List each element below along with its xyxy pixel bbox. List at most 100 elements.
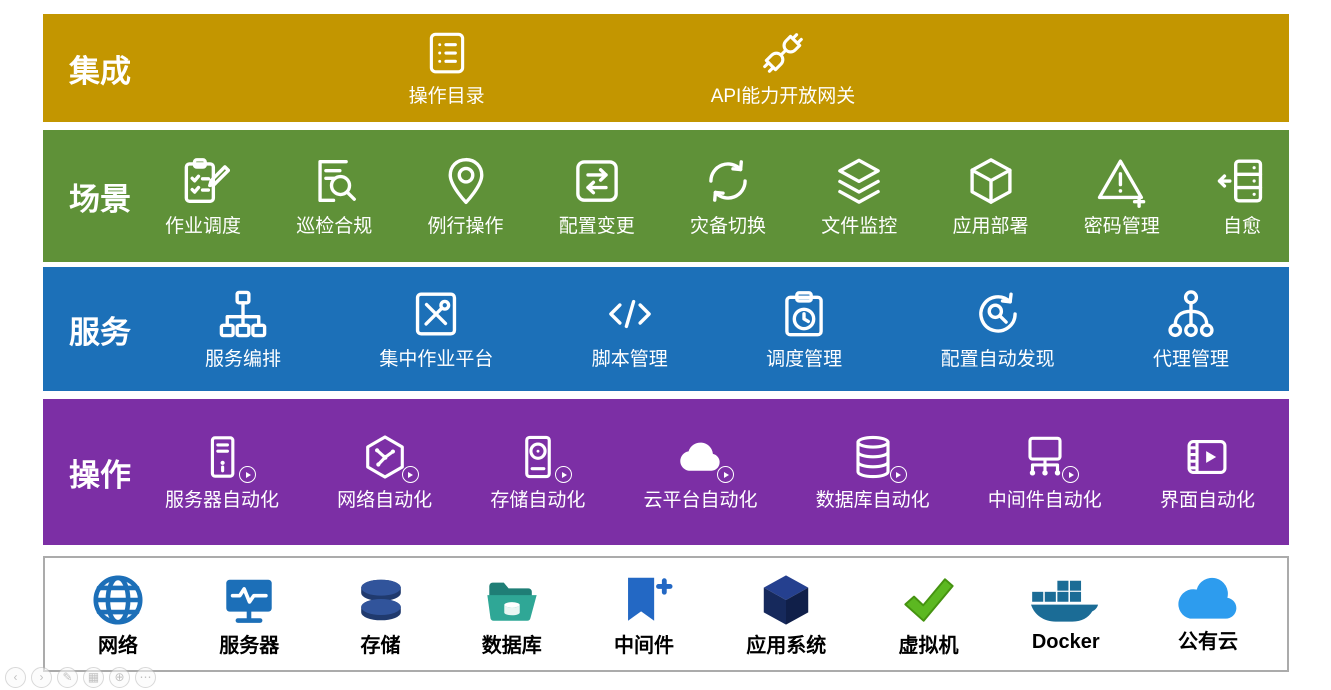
item-label: 配置变更 (558, 216, 635, 238)
cloud-automation-icon (675, 432, 735, 484)
item-label: 云平台自动化 (643, 490, 758, 512)
item-label: 密码管理 (1083, 216, 1160, 238)
infra-item: 中间件 (614, 571, 674, 657)
play-badge-icon (889, 466, 907, 484)
scenario-item: 作业调度 (165, 154, 241, 238)
item-label: 自愈 (1222, 216, 1261, 238)
infra-item: 应用系统 (746, 571, 826, 657)
service-orchestration-icon (216, 287, 270, 341)
service-item: 集中作业平台 (379, 287, 493, 371)
play-badge-icon (401, 466, 419, 484)
infra-item: 网络 (89, 571, 147, 657)
config-discovery-icon (971, 287, 1025, 341)
file-monitor-icon (832, 154, 886, 208)
integration-item-api-gateway: API能力开放网关 (710, 28, 856, 108)
item-label: 脚本管理 (591, 349, 668, 371)
item-label: 操作目录 (408, 86, 485, 108)
middleware-icon (615, 571, 673, 629)
item-label: API能力开放网关 (710, 86, 856, 108)
scenario-item: 配置变更 (559, 154, 635, 238)
item-label: 作业调度 (165, 216, 242, 238)
infra-item: 数据库 (482, 571, 542, 657)
item-label: 存储 (360, 635, 401, 657)
database-icon (483, 571, 541, 629)
infra-item: 服务器 (219, 571, 279, 657)
band-scenario-items: 作业调度 巡检合规 (165, 154, 1289, 238)
operation-item: 存储自动化 (490, 432, 585, 512)
band-integration: 集成 操作目录 (43, 14, 1289, 122)
item-label: 调度管理 (766, 349, 843, 371)
see-all-slides-icon[interactable]: ▦ (83, 667, 104, 688)
scenario-item: 自愈 (1215, 154, 1269, 238)
service-item: 脚本管理 (592, 287, 668, 371)
agent-management-icon (1164, 287, 1218, 341)
item-label: 灾备切换 (690, 216, 767, 238)
password-management-icon (1095, 154, 1149, 208)
item-label: 巡检合规 (296, 216, 373, 238)
network-automation-icon (360, 432, 419, 484)
band-integration-title: 集成 (69, 53, 131, 89)
item-label: 集中作业平台 (379, 349, 494, 371)
operation-item: 数据库自动化 (816, 432, 930, 512)
item-label: 服务编排 (205, 349, 282, 371)
band-scenario: 场景 作业调度 (43, 130, 1289, 262)
more-options-icon[interactable]: ⋯ (135, 667, 156, 688)
play-badge-icon (554, 466, 572, 484)
band-operation-items: 服务器自动化 网络自动化 (165, 432, 1289, 512)
slideshow-toolbar: ‹ › ✎ ▦ ⊕ ⋯ (5, 667, 156, 688)
inspection-compliance-icon (307, 154, 361, 208)
band-service: 服务 服务编排 (43, 267, 1289, 391)
band-infrastructure: 网络 服务器 (43, 556, 1289, 672)
service-item: 代理管理 (1153, 287, 1229, 371)
routine-operation-icon (439, 154, 493, 208)
item-label: 配置自动发现 (940, 349, 1055, 371)
play-badge-icon (717, 466, 735, 484)
central-job-platform-icon (409, 287, 463, 341)
service-item: 服务编排 (205, 287, 281, 371)
storage-icon (352, 571, 410, 629)
server-icon (220, 571, 278, 629)
scenario-item: 密码管理 (1084, 154, 1160, 238)
item-label: 代理管理 (1152, 349, 1229, 371)
integration-item-catalog: 操作目录 (409, 28, 485, 108)
item-label: 公有云 (1178, 631, 1238, 653)
operation-item: 中间件自动化 (988, 432, 1102, 512)
item-label: 中间件自动化 (987, 490, 1102, 512)
script-management-icon (603, 287, 657, 341)
item-label: Docker (1031, 631, 1100, 653)
item-label: 存储自动化 (490, 490, 586, 512)
infra-item: 虚拟机 (899, 571, 959, 657)
next-slide-icon[interactable]: › (31, 667, 52, 688)
operation-item: 界面自动化 (1160, 432, 1255, 512)
scenario-item: 例行操作 (428, 154, 504, 238)
server-automation-icon (197, 432, 256, 484)
catalog-icon (422, 28, 472, 78)
docker-icon (1030, 575, 1101, 625)
item-label: 中间件 (614, 635, 674, 657)
infra-item: Docker (1030, 575, 1101, 653)
app-system-icon (757, 571, 815, 629)
item-label: 例行操作 (427, 216, 504, 238)
job-scheduling-icon (176, 154, 230, 208)
scenario-item: 应用部署 (953, 154, 1029, 238)
item-label: 虚拟机 (898, 635, 959, 657)
public-cloud-icon (1173, 575, 1243, 625)
infra-item: 公有云 (1173, 575, 1243, 653)
scenario-item: 文件监控 (821, 154, 897, 238)
item-label: 数据库自动化 (815, 490, 930, 512)
scenario-item: 灾备切换 (690, 154, 766, 238)
database-automation-icon (848, 432, 907, 484)
band-scenario-title: 场景 (69, 181, 131, 217)
pen-tool-icon[interactable]: ✎ (57, 667, 78, 688)
zoom-slide-icon[interactable]: ⊕ (109, 667, 130, 688)
item-label: 网络 (98, 635, 138, 657)
app-deployment-icon (964, 154, 1018, 208)
item-label: 应用部署 (952, 216, 1029, 238)
ui-automation-icon (1182, 432, 1232, 482)
service-item: 调度管理 (766, 287, 842, 371)
previous-slide-icon[interactable]: ‹ (5, 667, 26, 688)
service-item: 配置自动发现 (941, 287, 1055, 371)
band-operation-title: 操作 (69, 457, 131, 493)
band-infrastructure-items: 网络 服务器 (45, 571, 1287, 657)
storage-automation-icon (513, 432, 572, 484)
